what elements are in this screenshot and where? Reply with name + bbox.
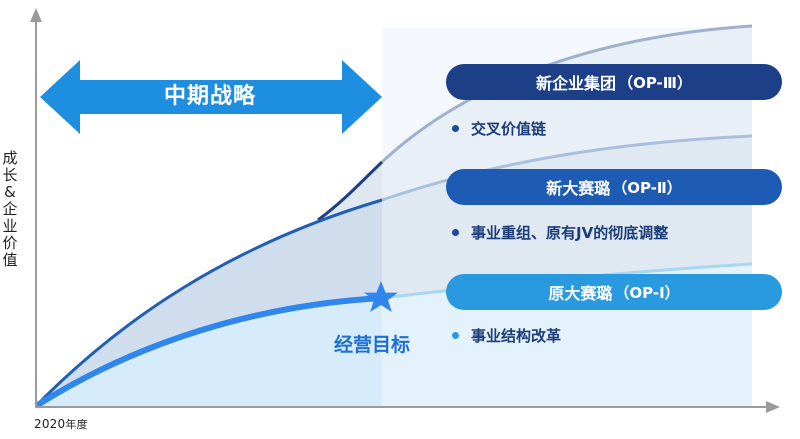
bullet-dot-icon: [452, 229, 459, 236]
scenario-op1-title: 原大赛璐 （OP-Ⅰ）: [446, 274, 782, 310]
curve-op3: [317, 160, 384, 222]
y-axis-label-char: &: [4, 183, 16, 201]
y-axis-label-char: 企: [2, 200, 18, 218]
y-axis-label-char: 成: [2, 149, 18, 167]
y-axis-label-char: 长: [2, 166, 18, 184]
goal-star-icon: [364, 281, 398, 312]
scenario-op2-point: 事业重组、原有JV的彻底调整: [452, 222, 668, 243]
start-year: 2020: [34, 417, 66, 431]
bullet-dot-icon: [452, 332, 459, 339]
scenario-title: 原大赛璐: [548, 284, 613, 303]
curve-op1: [34, 295, 383, 409]
strategy-period-arrow: [40, 60, 382, 134]
start-year-unit: 年度: [65, 418, 88, 431]
scenario-op1-point: 事业结构改革: [452, 325, 561, 346]
scenario-code: （OP-Ⅱ）: [612, 178, 682, 197]
scenario-point-text: 事业结构改革: [471, 327, 562, 345]
y-axis-label-char: 价: [2, 234, 18, 252]
y-axis-arrow: [30, 8, 42, 22]
x-axis-arrow: [766, 401, 780, 413]
curve-op2-future: [381, 134, 753, 202]
y-axis-label-char: 业: [2, 217, 18, 235]
scenario-code: （OP-Ⅰ）: [614, 283, 680, 302]
scenario-op2-title: 新大赛璐 （OP-Ⅱ）: [446, 169, 782, 205]
strategy-period-label: 中期战略: [163, 84, 256, 109]
scenario-op3-point: 交叉价值链: [452, 118, 546, 139]
scenario-point-text: 事业重组、原有JV的彻底调整: [471, 224, 669, 242]
scenario-op3-title: 新企业集团 （OP-Ⅲ）: [446, 64, 782, 100]
scenario-title: 新大赛璐: [546, 179, 611, 198]
scenario-code: （OP-Ⅲ）: [618, 73, 692, 92]
curve-op2: [34, 198, 383, 408]
y-axis-label: 成 长 & 企 业 价 值: [0, 150, 20, 269]
scenario-title: 新企业集团: [536, 74, 617, 93]
x-axis-start-label: 2020年度: [34, 416, 88, 432]
bullet-dot-icon: [452, 125, 459, 132]
y-axis-label-char: 值: [2, 251, 18, 269]
goal-label: 经营目标: [334, 334, 411, 356]
scenario-point-text: 交叉价值链: [471, 120, 547, 138]
